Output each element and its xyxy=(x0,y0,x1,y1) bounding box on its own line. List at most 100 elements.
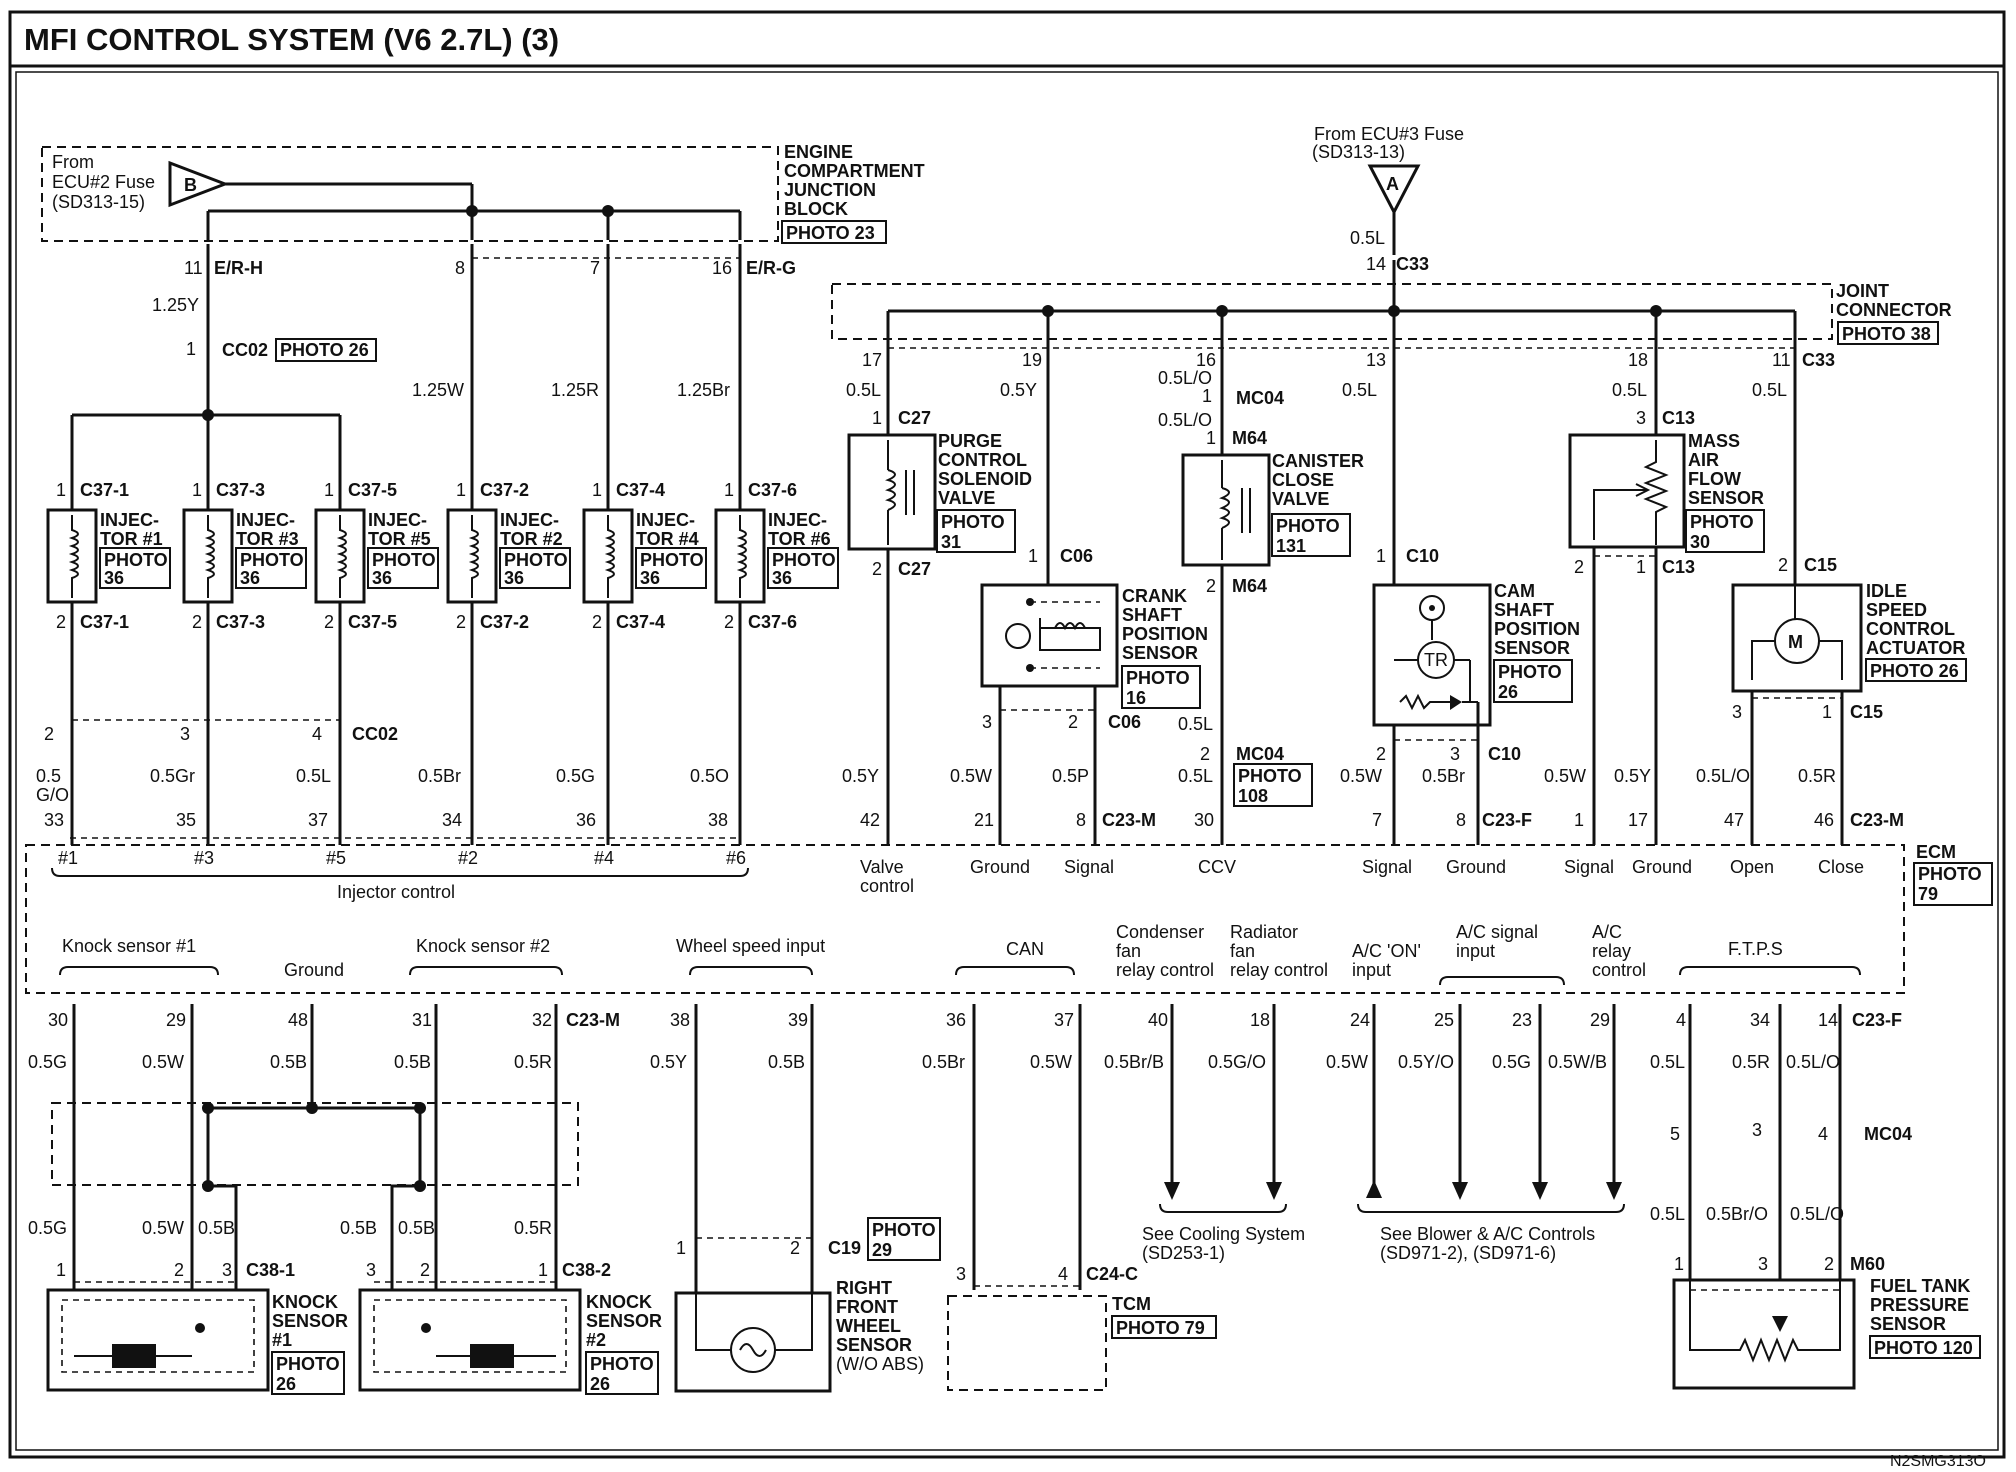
diagram-label: (SD971-2), (SD971-6) xyxy=(1380,1243,1556,1263)
diagram-mark xyxy=(1357,1203,1625,1213)
diagram-label: C38-2 xyxy=(562,1260,611,1280)
diagram-mark xyxy=(1159,1203,1287,1213)
diagram-mark xyxy=(1039,618,1101,651)
diagram-label: 0.5R xyxy=(1732,1052,1770,1072)
diagram-label: 0.5G xyxy=(28,1218,67,1238)
diagram-label: G/O xyxy=(36,785,69,805)
fuel-tank-pressure-sensor: 5 3 4 MC04 0.5L 0.5Br/O 0.5L/O 1 3 2 M60… xyxy=(1650,1004,1981,1390)
diagram-label: SHAFT xyxy=(1122,605,1182,625)
diagram-mark xyxy=(781,220,887,244)
diagram-label: A/C signal xyxy=(1456,922,1538,942)
diagram-label: SENSOR xyxy=(1870,1314,1946,1334)
diagram-label: A xyxy=(1386,174,1399,194)
diagram-mark xyxy=(831,283,1833,340)
diagram-label: 1.25Y xyxy=(152,295,199,315)
diagram-mark xyxy=(1005,623,1031,649)
diagram-mark xyxy=(695,1293,813,1351)
diagram-label: C10 xyxy=(1406,546,1439,566)
diagram-label: C10 xyxy=(1488,744,1521,764)
diagram-label: 1 xyxy=(56,1260,66,1280)
injector-pin: 2 xyxy=(456,612,466,632)
diagram-label: 0.5W xyxy=(142,1052,184,1072)
diagram-mark xyxy=(1493,659,1573,703)
diagram-label: WHEEL xyxy=(836,1316,901,1336)
diagram-label: C33 xyxy=(1802,350,1835,370)
canister-close-valve: 0.5L/O 1 MC04 0.5L/O 1 M64 CANISTER CLOS… xyxy=(1158,339,1364,877)
injector-name: TOR #3 xyxy=(236,529,299,549)
diagram-label: #1 xyxy=(58,848,78,868)
diagram-label: 3 xyxy=(180,724,190,744)
engine-compartment-junction-block: From ECU#2 Fuse (SD313-15) B ENGINE COMP… xyxy=(41,142,925,244)
diagram-label: 0.5Y xyxy=(1614,766,1651,786)
injector-connector: C37-4 xyxy=(616,480,665,500)
diagram-mark xyxy=(1233,763,1313,807)
diagram-label: 2 xyxy=(420,1260,430,1280)
diagram-mark xyxy=(947,1295,1107,1391)
diagram-label: Signal xyxy=(1362,857,1412,877)
diagram-label: 4 xyxy=(1818,1124,1828,1144)
diagram-label: VALVE xyxy=(938,488,995,508)
diagram-label: 0.5L/O xyxy=(1158,368,1212,388)
injector-pin: 1 xyxy=(192,480,202,500)
injector-coil xyxy=(336,515,347,598)
diagram-label: CAM xyxy=(1494,581,1535,601)
diagram-label: #6 xyxy=(726,848,746,868)
diagram-label: C06 xyxy=(1108,712,1141,732)
diagram-label: SOLENOID xyxy=(938,469,1032,489)
diagram-label: PHOTO xyxy=(1918,864,1982,884)
diagram-label: 38 xyxy=(670,1010,690,1030)
diagram-label: 2 xyxy=(1068,712,1078,732)
diagram-label: 47 xyxy=(1724,810,1744,830)
diagram-label: 14 xyxy=(1818,1010,1838,1030)
diagram-label: SHAFT xyxy=(1494,600,1554,620)
diagram-mark xyxy=(1643,440,1669,545)
mass-air-flow-sensor: 0.5L 3 C13 MASS AIR FLOW SENSOR PHOTO 30… xyxy=(1544,339,1765,877)
injector-connector: C37-5 xyxy=(348,612,397,632)
diagram-label: 0.5B xyxy=(340,1218,377,1238)
diagram-label: C06 xyxy=(1060,546,1093,566)
diagram-label: Injector control xyxy=(337,882,455,902)
diagram-label: Open xyxy=(1730,857,1774,877)
injector-name: INJEC- xyxy=(636,510,695,530)
injector-name: INJEC- xyxy=(500,510,559,530)
diagram-label: CONTROL xyxy=(1866,619,1955,639)
diagram-label: 1 xyxy=(1574,810,1584,830)
photo-label: PHOTO xyxy=(240,550,304,570)
diagram-mark xyxy=(358,1288,582,1392)
diagram-label: C38-1 xyxy=(246,1260,295,1280)
diagram-label: relay control xyxy=(1116,960,1214,980)
injector-pin: 2 xyxy=(592,612,602,632)
diagram-label: 37 xyxy=(1054,1010,1074,1030)
diagram-label: 0.5L xyxy=(296,766,331,786)
diagram-label: 1 xyxy=(1674,1254,1684,1274)
injector-connector: C37-6 xyxy=(748,612,797,632)
diagram-label: M64 xyxy=(1232,576,1267,596)
diagram-label: PHOTO 38 xyxy=(1842,324,1931,344)
diagram-label: 8 xyxy=(1076,810,1086,830)
diagram-label: (SD253-1) xyxy=(1142,1243,1225,1263)
diagram-mark xyxy=(59,966,219,976)
diagram-label: IDLE xyxy=(1866,581,1907,601)
diagram-label: 18 xyxy=(1250,1010,1270,1030)
injector-pin: 1 xyxy=(56,480,66,500)
diagram-label: PHOTO xyxy=(590,1354,654,1374)
injector-pin: 2 xyxy=(192,612,202,632)
photo-box xyxy=(767,547,839,589)
diagram-label: AIR xyxy=(1688,450,1719,470)
diagram-label: 0.5L/O xyxy=(1696,766,1750,786)
diagram-label: 33 xyxy=(44,810,64,830)
diagram-label: 48 xyxy=(288,1010,308,1030)
diagram-label: 0.5 xyxy=(36,766,61,786)
diagram-label: 0.5L xyxy=(1350,228,1385,248)
injector-name: TOR #4 xyxy=(636,529,699,549)
diagram-label: input xyxy=(1456,941,1495,961)
diagram-label: SENSOR xyxy=(1122,643,1198,663)
diagram-label: KNOCK xyxy=(586,1292,652,1312)
diagram-label: 13 xyxy=(1366,350,1386,370)
injector-pin: 1 xyxy=(592,480,602,500)
diagram-label: See Cooling System xyxy=(1142,1224,1305,1244)
diagram-label: COMPARTMENT xyxy=(784,161,925,181)
diagram-mark xyxy=(306,1102,318,1114)
diagram-label: 5 xyxy=(1670,1124,1680,1144)
diagram-label: C15 xyxy=(1804,555,1837,575)
